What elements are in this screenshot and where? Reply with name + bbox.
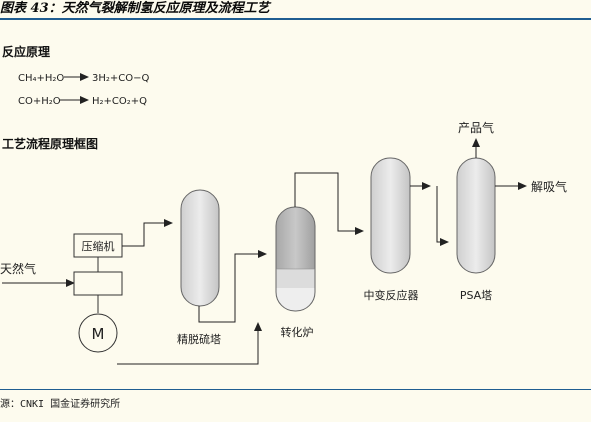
reformer-to-shift-arrow (294, 172, 364, 235)
desorption-gas-label: 解吸气 (531, 179, 567, 194)
desulfurization-tower (180, 189, 220, 307)
feed-label: 天然气 (0, 261, 36, 276)
title-divider (0, 18, 591, 20)
compressor-drive-box (73, 271, 123, 296)
psa-tower (456, 157, 496, 274)
motor-label: M (92, 325, 105, 343)
shift-to-psa-arrow (436, 186, 449, 246)
reaction1-products: 3H₂+CO−Q (92, 73, 150, 84)
flow-heading: 工艺流程原理框图 (2, 136, 98, 151)
compressor-to-desulfurizer-arrow (122, 219, 173, 247)
reformer-label: 转化炉 (281, 325, 314, 339)
compressor-label: 压缩机 (82, 239, 115, 253)
reaction2-products: H₂+CO₂+Q (92, 96, 147, 107)
figure-title: 图表 43：天然气裂解制氢反应原理及流程工艺 (0, 1, 270, 16)
reformer-fill (276, 207, 315, 311)
source-note: 源：CNKI 国金证券研究所 (0, 399, 121, 410)
reaction2-reactants: CO+H₂O (18, 96, 61, 107)
product-gas-label: 产品气 (458, 120, 494, 135)
psa-label: PSA塔 (460, 289, 492, 302)
motor-icon (78, 313, 118, 353)
footer-divider (0, 389, 591, 390)
shift-reactor (370, 157, 411, 274)
desulfurization-label: 精脱硫塔 (177, 332, 221, 346)
reaction-heading: 反应原理 (2, 44, 50, 59)
desulfurizer-to-reformer-arrow (198, 250, 267, 323)
shift-reactor-label: 中变反应器 (364, 288, 419, 302)
reaction1-reactants: CH₄+H₂O (18, 73, 64, 84)
motor-to-reformer-line (117, 322, 262, 365)
